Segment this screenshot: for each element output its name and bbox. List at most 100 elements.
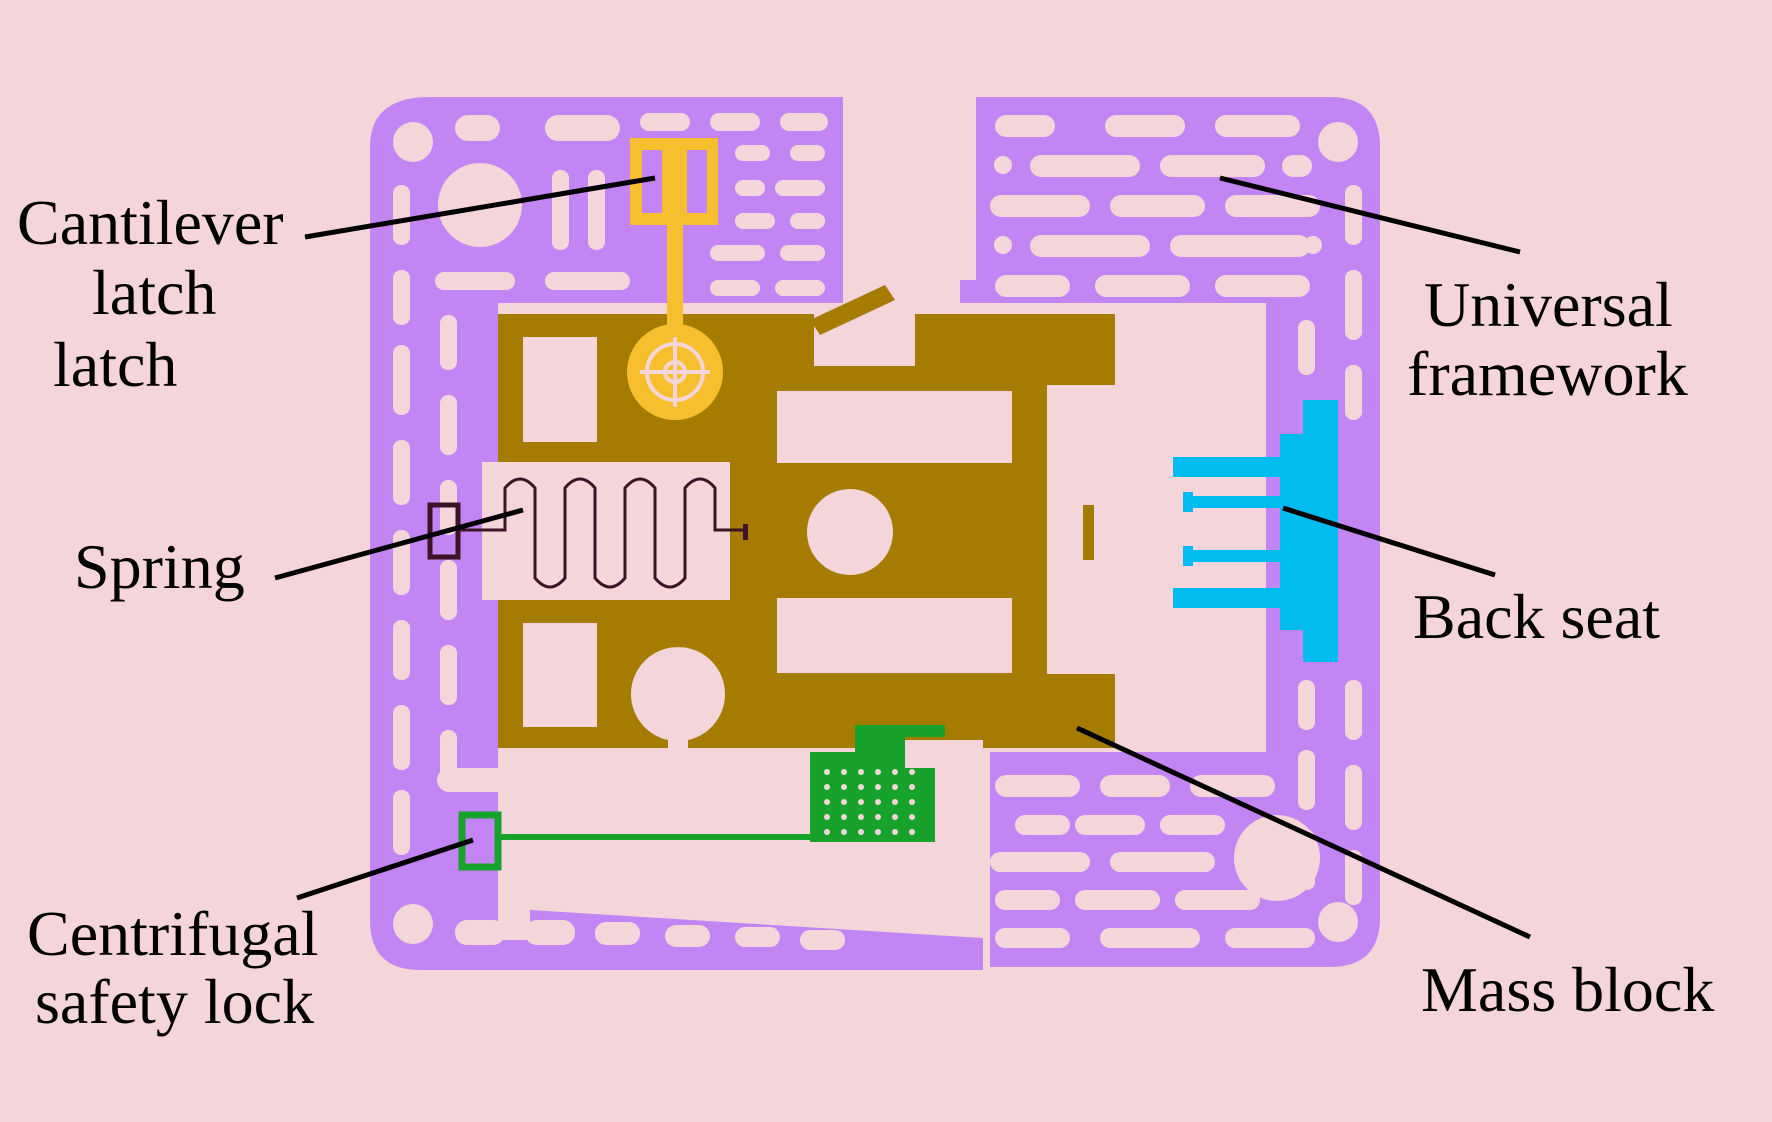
hole: [1304, 236, 1322, 254]
mass-block-tab-inner: [1057, 525, 1077, 539]
slot: [710, 245, 765, 261]
perforation-dot: [841, 784, 847, 790]
slot: [1345, 765, 1362, 830]
label-cantilever-latch-line1: Cantilever: [17, 187, 284, 258]
hole: [994, 156, 1012, 174]
mass-block-right-hook: [1083, 505, 1094, 560]
perforation-dot: [858, 799, 864, 805]
slot: [393, 345, 410, 415]
slot: [393, 620, 410, 680]
leader-lines: [274, 175, 1532, 940]
label-mass-block: Mass block: [1421, 954, 1714, 1025]
slot: [393, 440, 410, 505]
hole: [1234, 815, 1320, 901]
slot: [440, 315, 457, 370]
mass-block-body: [498, 314, 1115, 748]
slot: [435, 272, 515, 290]
slot: [775, 180, 825, 196]
perforation-dot: [892, 784, 898, 790]
hole: [1318, 902, 1358, 942]
slot: [735, 180, 765, 196]
slot: [1110, 852, 1215, 872]
label-centrifugal-safety-lock-line2: safety lock: [35, 966, 314, 1037]
slot: [437, 768, 512, 792]
slot: [1030, 235, 1150, 257]
slot: [1225, 928, 1315, 948]
centrifugal-lock-mass: [810, 725, 945, 842]
perforation-dot: [858, 784, 864, 790]
slot: [735, 213, 775, 229]
perforation-dot: [875, 799, 881, 805]
slot: [665, 925, 710, 947]
slot: [780, 113, 828, 131]
slot: [800, 930, 845, 950]
back-seat-finger-top: [1173, 457, 1280, 477]
back-seat: [1173, 400, 1338, 662]
slot: [790, 145, 825, 161]
perforation-dot: [858, 769, 864, 775]
perforation-dot: [841, 769, 847, 775]
slot: [595, 922, 640, 945]
slot: [618, 768, 693, 792]
mass-block-keyhole: [631, 647, 725, 748]
mass-block-circle-hole: [807, 489, 893, 575]
slot: [1298, 750, 1315, 810]
label-cantilever-latch-line2: latch: [92, 257, 216, 328]
perforation-dot: [909, 814, 915, 820]
leader-mass-block: [1075, 725, 1532, 940]
slot: [1298, 320, 1315, 375]
centrifugal-lock-perforations: [824, 769, 915, 835]
slot: [1345, 270, 1362, 340]
slot: [1345, 680, 1362, 740]
slot: [1298, 680, 1315, 730]
slot: [790, 213, 825, 229]
hole: [393, 904, 433, 944]
perforation-dot: [875, 829, 881, 835]
perforation-dot: [892, 799, 898, 805]
leader-back-seat: [1282, 505, 1496, 578]
mass-block-latch-arm: [810, 285, 895, 335]
perforation-dot: [824, 799, 830, 805]
perforation-dot: [875, 814, 881, 820]
slot: [1110, 195, 1205, 217]
perforation-dot: [875, 784, 881, 790]
slot: [1100, 928, 1200, 948]
framework-holes: [393, 113, 1362, 950]
perforation-dot: [909, 799, 915, 805]
slot: [528, 768, 603, 792]
perforation-dot: [824, 829, 830, 835]
perforation-dot: [892, 769, 898, 775]
back-seat-finger-bottom: [1173, 588, 1280, 608]
perforation-dot: [824, 814, 830, 820]
slot: [735, 145, 770, 161]
label-centrifugal-safety-lock-line1: Centrifugal: [27, 898, 318, 969]
leader-universal-framework: [1219, 175, 1521, 255]
leader-spring: [274, 507, 524, 581]
slot: [1345, 850, 1362, 905]
label-spring: Spring: [74, 531, 245, 602]
slot: [393, 790, 410, 855]
slot: [1015, 815, 1070, 835]
perforation-dot: [892, 829, 898, 835]
back-seat-body: [1280, 400, 1338, 662]
label-universal-framework-line2: framework: [1407, 338, 1688, 409]
perforation-dot: [824, 769, 830, 775]
slot: [1095, 275, 1190, 297]
slot: [995, 928, 1070, 948]
label-back-seat: Back seat: [1413, 581, 1660, 652]
cantilever-latch-beam: [667, 150, 683, 330]
spring-end-tab: [743, 524, 748, 540]
perforation-dot: [841, 814, 847, 820]
perforation-dot: [875, 769, 881, 775]
back-seat-tooth-1: [1183, 492, 1193, 512]
slot: [393, 185, 410, 245]
back-seat-tooth-2: [1183, 546, 1193, 566]
perforation-dot: [858, 829, 864, 835]
slot: [775, 280, 825, 296]
slot: [1170, 235, 1310, 257]
perforation-dot: [841, 799, 847, 805]
slot: [1075, 815, 1145, 835]
perforation-dot: [892, 814, 898, 820]
slot: [640, 113, 690, 131]
cantilever-latch-pad-marks: [640, 337, 710, 407]
